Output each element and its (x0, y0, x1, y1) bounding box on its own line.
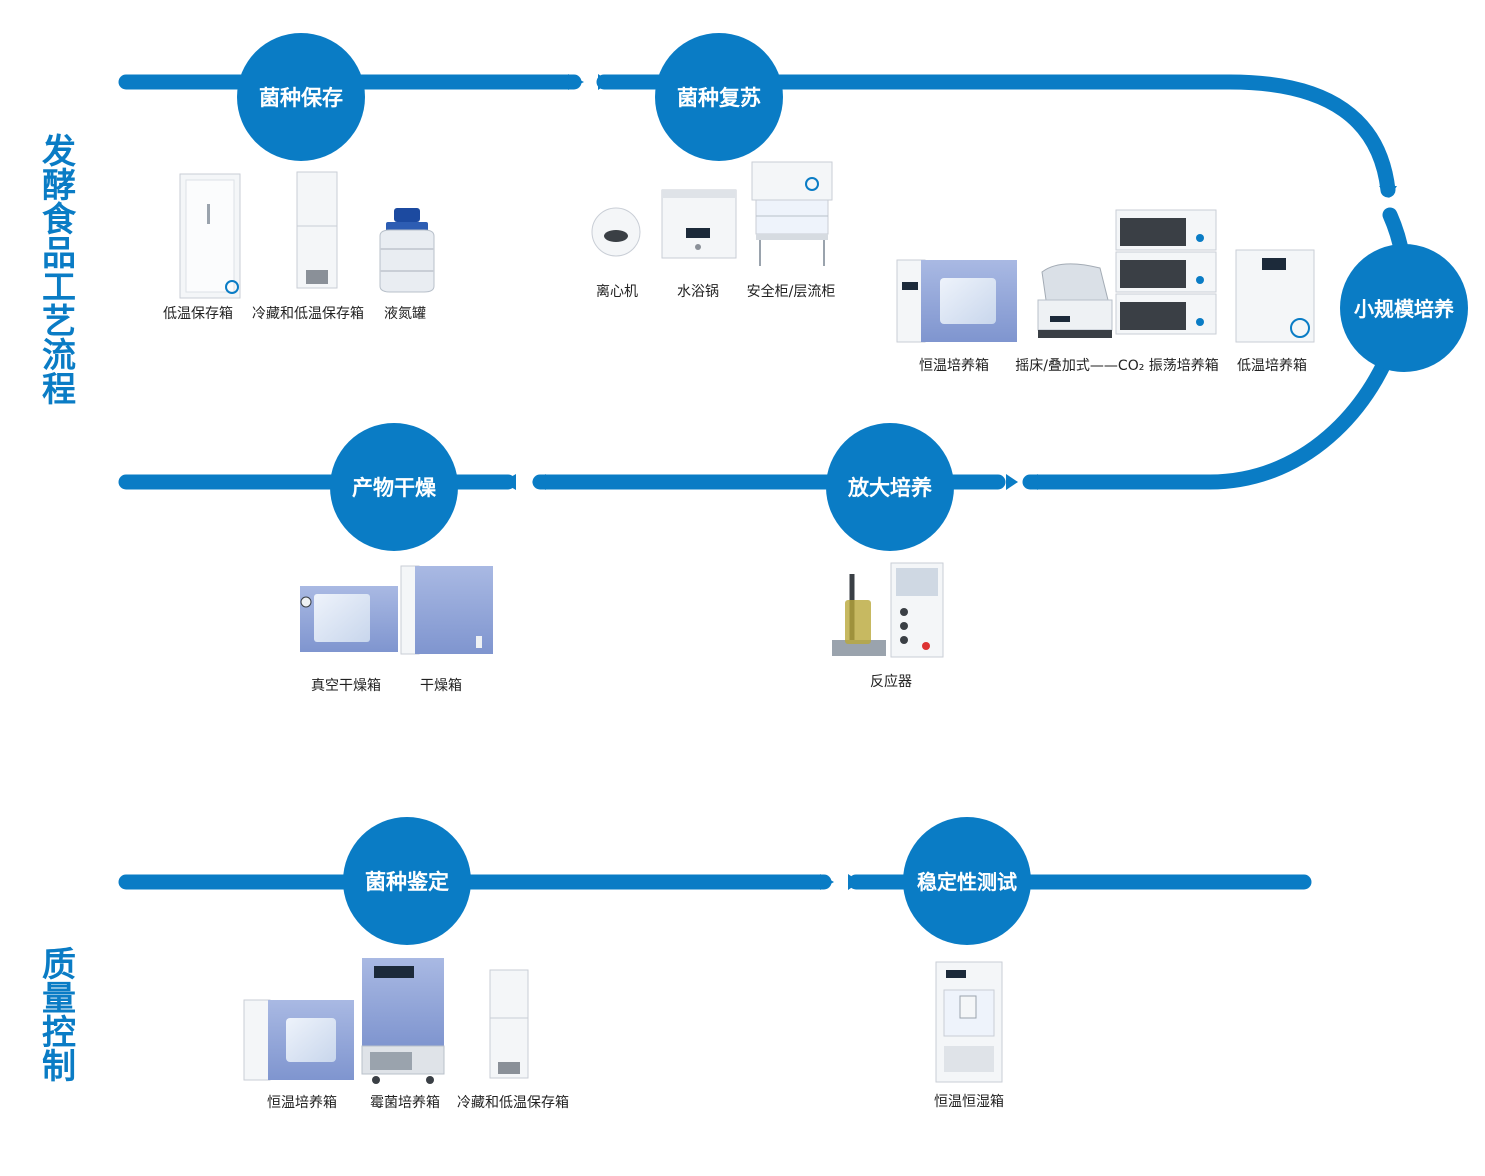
process-title: 发酵食品工艺流程 (42, 132, 76, 410)
node-strain-revival: 菌种复苏 (655, 33, 783, 161)
node-label: 菌种鉴定 (365, 870, 449, 894)
flow-arrow-bottom (820, 874, 860, 890)
node-small-scale: 小规模培养 (1340, 244, 1468, 372)
caption-shaker: 摇床/叠加式——CO₂ 振荡培养箱 (1015, 358, 1219, 374)
caption-low-temp-storage: 低温保存箱 (163, 306, 233, 322)
node-label: 小规模培养 (1354, 297, 1454, 321)
caption-mold-incubator: 霉菌培养箱 (370, 1095, 440, 1111)
node-label: 稳定性测试 (917, 870, 1017, 894)
caption-centrifuge: 离心机 (596, 284, 638, 300)
caption-water-bath: 水浴锅 (677, 284, 719, 300)
caption-ln2-tank: 液氮罐 (384, 306, 426, 322)
caption-const-incubator: 恒温培养箱 (919, 358, 989, 374)
node-stability: 稳定性测试 (903, 817, 1031, 945)
reactor-image (832, 562, 944, 658)
caption-vacuum-oven: 真空干燥箱 (311, 678, 381, 694)
fridge-freezer-image (296, 171, 338, 289)
node-label: 菌种复苏 (677, 86, 761, 110)
ln2-tank-image (379, 208, 435, 293)
node-drying: 产物干燥 (330, 423, 458, 551)
quality-title: 质量控制 (42, 945, 76, 1087)
caption-fridge-freezer: 冷藏和低温保存箱 (252, 306, 364, 322)
shaker-image (1037, 263, 1113, 338)
drying-oven-image (400, 565, 493, 655)
mold-incubator-image (361, 958, 445, 1084)
caption-qc-fridge: 冷藏和低温保存箱 (457, 1095, 569, 1111)
qc-incubator-image (243, 999, 354, 1081)
flow-arrow-heads (502, 74, 1397, 490)
const-incubator-image (896, 259, 1017, 343)
centrifuge-image (591, 207, 641, 257)
caption-qc-incubator: 恒温培养箱 (267, 1095, 337, 1111)
water-bath-image (661, 189, 737, 259)
qc-fridge-image (489, 969, 529, 1079)
node-label: 菌种保存 (259, 86, 343, 110)
vacuum-oven-image (300, 586, 398, 652)
caption-reactor: 反应器 (870, 674, 912, 690)
node-identification: 菌种鉴定 (343, 817, 471, 945)
low-temp-incubator-image (1235, 249, 1315, 343)
node-label: 产物干燥 (352, 476, 437, 500)
node-label: 放大培养 (847, 476, 932, 500)
caption-humidity-chamber: 恒温恒湿箱 (934, 1094, 1004, 1110)
caption-safety-cabinet: 安全柜/层流柜 (746, 284, 836, 300)
humidity-chamber-image (935, 961, 1003, 1083)
safety-cabinet-image (751, 161, 833, 266)
caption-low-temp-incubator: 低温培养箱 (1237, 358, 1307, 374)
stacked-shaker-image (1115, 209, 1217, 335)
caption-drying-oven: 干燥箱 (420, 678, 462, 694)
node-strain-storage: 菌种保存 (237, 33, 365, 161)
node-scale-up: 放大培养 (826, 423, 954, 551)
low-temp-storage-image (179, 173, 241, 299)
